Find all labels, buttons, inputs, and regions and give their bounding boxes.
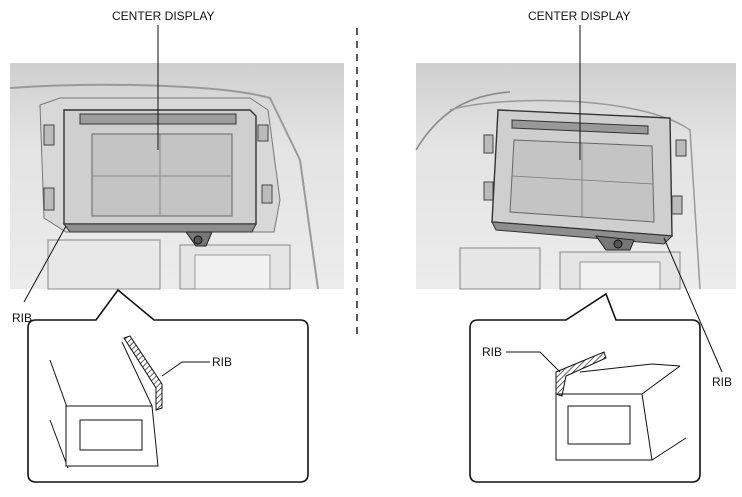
left-detail-bracket <box>49 341 159 469</box>
right-rib-outer-leader <box>663 237 723 373</box>
left-dash-trim <box>9 83 319 290</box>
left-view: CENTER DISPLAY RIB RIB <box>9 9 344 483</box>
left-center-display <box>63 109 257 247</box>
right-rib-outer-label: RIB <box>712 375 732 389</box>
right-detail-bracket <box>555 363 687 461</box>
right-rib-callout-label: RIB <box>482 345 502 359</box>
right-rib-callout-leader <box>506 351 561 373</box>
right-center-display <box>491 109 674 251</box>
left-rib-outer-leader <box>23 225 67 303</box>
left-rib-detail <box>123 335 163 411</box>
left-center-display-label: CENTER DISPLAY <box>112 9 214 23</box>
right-view: CENTER DISPLAY RIB RIB <box>415 9 736 483</box>
right-rib-detail <box>555 351 607 397</box>
left-rib-callout-label: RIB <box>212 355 232 369</box>
left-rib-callout-leader <box>161 361 210 377</box>
left-rib-outer-label: RIB <box>12 311 32 325</box>
right-center-display-label: CENTER DISPLAY <box>528 9 630 23</box>
